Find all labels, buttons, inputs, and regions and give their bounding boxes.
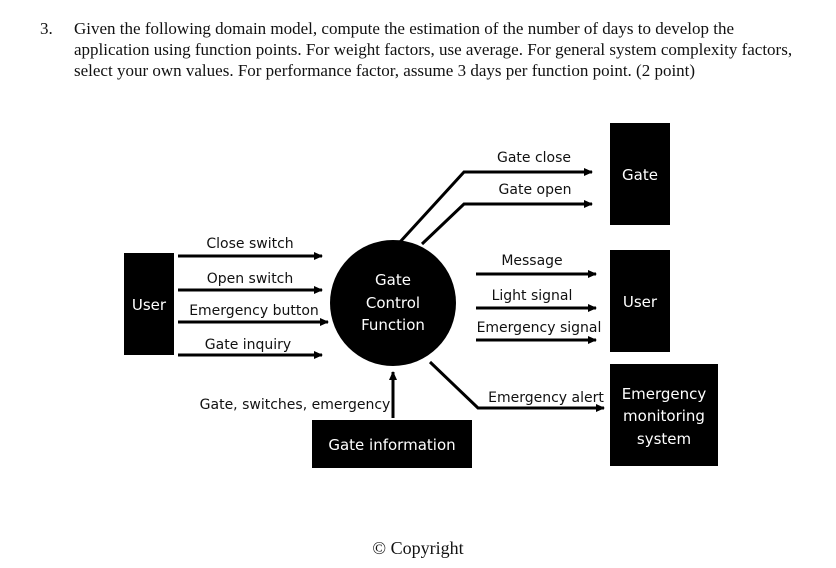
monitoring-label-line1: Emergency — [622, 385, 707, 403]
emergency-signal-label: Emergency signal — [477, 320, 602, 336]
user-left-box — [124, 253, 174, 355]
gate-open-arrow — [420, 200, 593, 246]
copyright-notice: © Copyright — [372, 538, 464, 558]
gate-information-box — [312, 420, 472, 468]
emergency-alert-arrow — [428, 360, 605, 412]
gate-inquiry-label: Gate inquiry — [205, 337, 291, 353]
gate-label: Gate — [622, 166, 658, 184]
gate-close-arrow — [398, 168, 593, 244]
gate-close-label: Gate close — [497, 150, 571, 166]
light-signal-label: Light signal — [492, 288, 573, 304]
gate-open-label: Gate open — [499, 182, 572, 198]
process-label-line3: Function — [361, 316, 425, 334]
open-switch-label: Open switch — [207, 271, 294, 287]
gate-control-function-circle — [330, 240, 456, 366]
message-label: Message — [501, 253, 562, 269]
process-label-line2: Control — [366, 294, 420, 312]
close-switch-label: Close switch — [206, 236, 293, 252]
user-right-box — [610, 250, 670, 352]
gate-information-label: Gate information — [328, 436, 455, 454]
question-number: 3. — [40, 19, 53, 38]
process-label-line1: Gate — [375, 271, 411, 289]
question-text: Given the following domain model, comput… — [74, 19, 793, 80]
monitoring-label-line2: monitoring — [623, 407, 705, 425]
emergency-button-label: Emergency button — [189, 303, 319, 319]
user-left-label: User — [132, 296, 167, 314]
gate-switches-emergency-label: Gate, switches, emergency — [200, 397, 391, 413]
emergency-monitoring-box — [610, 364, 718, 466]
gate-box — [610, 123, 670, 225]
monitoring-label-line3: system — [637, 430, 691, 448]
emergency-alert-label: Emergency alert — [488, 390, 604, 406]
user-right-label: User — [623, 293, 658, 311]
